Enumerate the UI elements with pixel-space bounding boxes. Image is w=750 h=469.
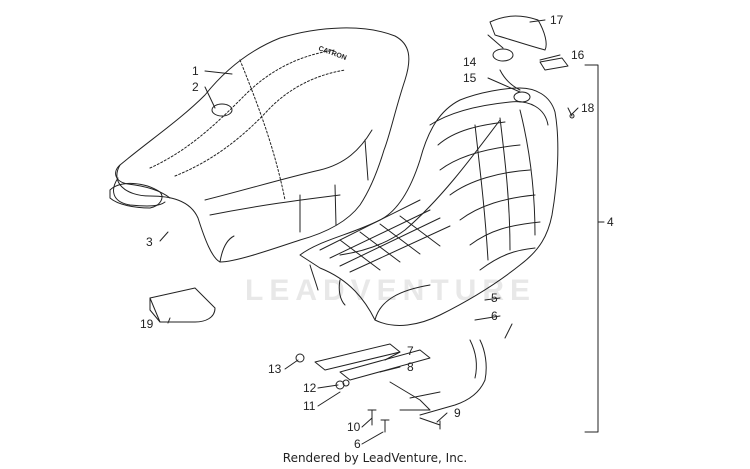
callout-4: 4 bbox=[607, 215, 614, 229]
callout-6a: 6 bbox=[491, 309, 498, 323]
callout-15: 15 bbox=[463, 71, 477, 85]
footer-credit: Rendered by LeadVenture, Inc. bbox=[282, 451, 468, 465]
seat-logo-badge bbox=[211, 103, 233, 117]
callout-3: 3 bbox=[146, 235, 153, 249]
seat-decal: CATRON bbox=[317, 45, 347, 62]
latch-hardware bbox=[489, 15, 575, 119]
callout-13: 13 bbox=[268, 362, 282, 376]
callout-5: 5 bbox=[491, 291, 498, 305]
callout-7: 7 bbox=[407, 344, 414, 358]
callout-18: 18 bbox=[581, 101, 595, 115]
callout-14: 14 bbox=[463, 55, 477, 69]
callout-16: 16 bbox=[571, 48, 585, 62]
callout-11: 11 bbox=[303, 399, 316, 413]
callout-9: 9 bbox=[454, 406, 461, 420]
seat-base-pan bbox=[299, 87, 559, 326]
rear-pad bbox=[149, 287, 216, 323]
leader-lines bbox=[159, 19, 605, 445]
callout-17: 17 bbox=[550, 13, 564, 27]
callout-labels: 1 2 3 4 5 6 6 7 8 9 10 11 12 13 14 15 16… bbox=[140, 13, 614, 451]
callout-6b: 6 bbox=[354, 437, 361, 451]
callout-19: 19 bbox=[140, 317, 154, 331]
callout-12: 12 bbox=[303, 381, 317, 395]
callout-2: 2 bbox=[192, 80, 199, 94]
callout-1: 1 bbox=[192, 64, 199, 78]
callout-8: 8 bbox=[407, 360, 414, 374]
callout-10: 10 bbox=[347, 420, 361, 434]
